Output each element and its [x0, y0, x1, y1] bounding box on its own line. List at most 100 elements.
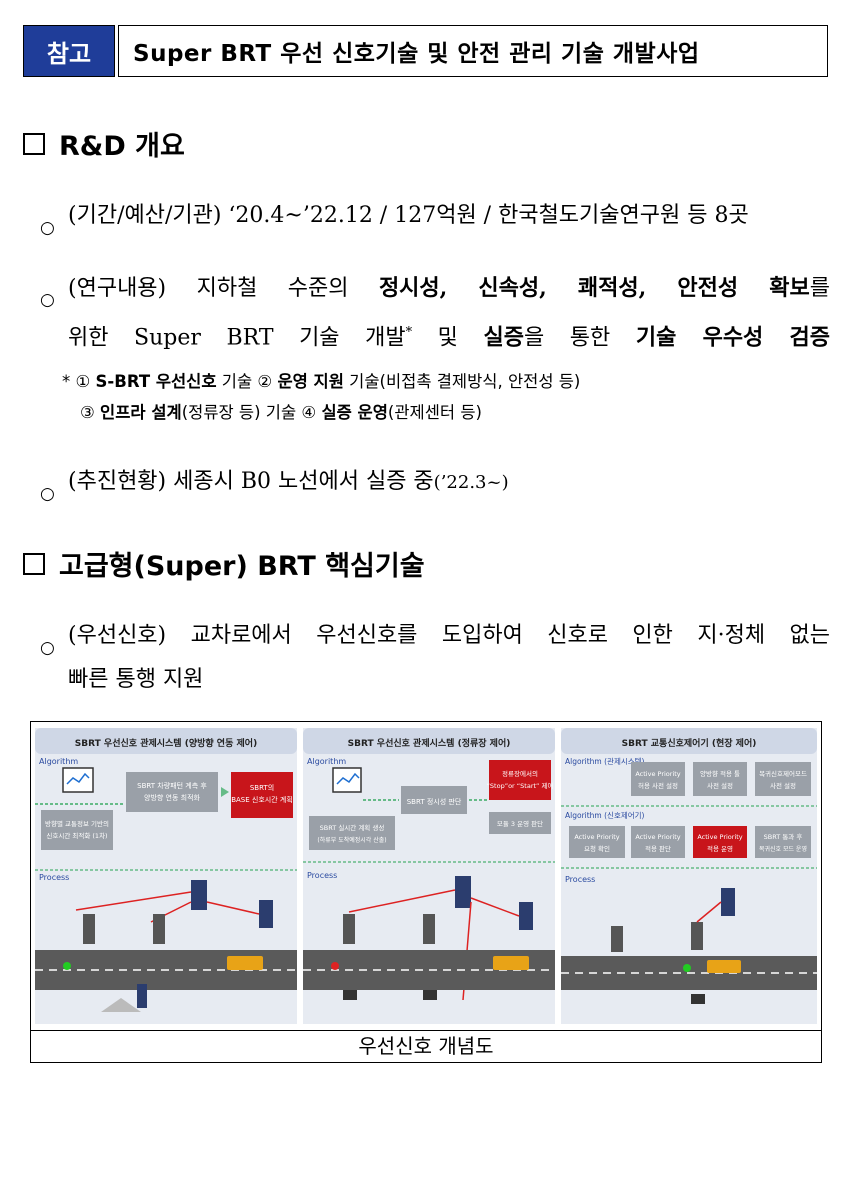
algorithm-box-text: 사전 설정	[770, 781, 796, 790]
bus-icon	[493, 956, 529, 970]
circle-bullet-icon: ○	[40, 638, 55, 658]
item-emphasis: 인프라 설계	[100, 403, 182, 422]
algorithm-box-text: “Stop”or “Start” 제어	[487, 781, 554, 790]
panel-title: SBRT 우선신호 관제시스템 (정류장 제어)	[348, 737, 511, 749]
item-emphasis: 실증 운영	[321, 403, 388, 422]
signal-controller-icon	[691, 922, 703, 950]
section-title: 고급형(Super) BRT 핵심기술	[59, 551, 425, 582]
footnote-mark: *	[62, 372, 76, 391]
algorithm-label: Algorithm	[39, 757, 78, 766]
monitor-icon	[62, 767, 94, 793]
item-number: ④	[301, 403, 317, 422]
traffic-light-icon	[331, 962, 339, 970]
bullet-priority-signal: ○ (우선신호) 교차로에서 우선신호를 도입하여 신호로 인한 지·정체 없는…	[40, 614, 830, 702]
bullet-status: ○ (추진현황) 세종시 B0 노선에서 실증 중(’22.3~)	[40, 460, 830, 505]
algorithm-box-text: 사전 설정	[707, 781, 733, 790]
panel-bidirectional: SBRT 우선신호 관제시스템 (양방향 연동 제어) Algorithm SB…	[35, 728, 297, 1024]
section-heading-rnd: R&D 개요	[23, 124, 185, 163]
item-number: ①	[75, 372, 91, 391]
algorithm-box-text: Active Priority	[635, 833, 680, 841]
rse-device-icon	[691, 994, 705, 1004]
document-title: Super BRT 우선 신호기술 및 안전 관리 기술 개발사업	[118, 25, 828, 77]
algorithm-label: Algorithm (신호제어기)	[565, 810, 645, 820]
s-brt-center-icon	[137, 984, 147, 1008]
traffic-light-icon	[683, 964, 691, 972]
bus-icon	[707, 960, 741, 973]
algorithm-box-text: 허용 사전 설정	[638, 781, 678, 790]
algorithm-box-text: 방향별 교통정보 기반의	[45, 819, 109, 828]
algorithm-label: Algorithm (관제시스템)	[565, 756, 645, 766]
algorithm-box-text: SBRT 통과 후	[764, 832, 803, 841]
signal-controller-icon	[343, 914, 355, 944]
bullet-text: ‘20.4~’22.12 / 127억원 / 한국철도기술연구원 등 8곳	[221, 203, 749, 228]
signal-controller-icon	[423, 914, 435, 944]
bullet-text: 를	[809, 276, 830, 301]
traffic-light-icon	[63, 962, 71, 970]
item-text: (관제센터 등)	[387, 403, 482, 422]
rse-device-icon	[423, 990, 437, 1000]
bullet-text: 교차로에서 우선신호를 도입하여 신호로 인한 지·정체 없는	[166, 623, 830, 648]
algorithm-box-text: SBRT 실시간 계획 생성	[320, 823, 385, 832]
algorithm-box-text: BASE 신호시간 계획	[231, 795, 293, 804]
panel-station-control: SBRT 우선신호 관제시스템 (정류장 제어) Algorithm SBRT …	[303, 728, 555, 1024]
checkbox-square-icon	[23, 132, 45, 155]
algorithm-box-text: Active Priority	[574, 833, 619, 841]
bus-icon	[227, 956, 263, 970]
signal-controller-icon	[611, 926, 623, 952]
bullet-emphasis: 실증	[483, 324, 524, 351]
item-number: ③	[80, 403, 95, 422]
bullet-emphasis: 기술 우수성 검증	[635, 324, 831, 351]
bullet-text: 세종시 B0 노선에서 실증 중	[166, 469, 434, 494]
bullet-research: ○ (연구내용) 지하철 수준의 정시성, 신속성, 쾌적성, 안전성 확보를 …	[40, 266, 830, 360]
checkbox-square-icon	[23, 552, 45, 575]
algorithm-label: Algorithm	[307, 757, 346, 766]
bullet-label: (기간/예산/기관)	[68, 203, 222, 228]
signal-controller-icon	[153, 914, 165, 944]
bullet-label: (연구내용)	[68, 276, 167, 301]
bullet-text: 을 통한	[523, 325, 636, 351]
algorithm-box-text: 복귀신호제어모드	[759, 769, 807, 778]
circle-bullet-icon: ○	[40, 218, 55, 238]
algorithm-box-text: SBRT 정시성 판단	[407, 797, 462, 806]
process-label: Process	[39, 873, 69, 882]
bullet-text: 지하철 수준의	[166, 276, 379, 301]
bullet-period: ○ (기간/예산/기관) ‘20.4~’22.12 / 127억원 / 한국철도…	[40, 194, 830, 238]
control-center-building-icon	[191, 880, 207, 910]
footnote: * ① S-BRT 우선신호 기술 ② 운영 지원 기술(비접촉 결제방식, 안…	[62, 366, 580, 428]
section-title: R&D 개요	[59, 131, 185, 162]
section-heading-core: 고급형(Super) BRT 핵심기술	[23, 544, 425, 583]
algorithm-box-text: 요청 확인	[584, 844, 610, 853]
bullet-text: 빠른 통행 지원	[68, 667, 204, 692]
arrow-icon	[221, 787, 229, 797]
item-emphasis: S-BRT 우선신호	[95, 372, 217, 391]
item-text: (정류장 등) 기술	[181, 403, 302, 422]
item-text: 기술(비접촉 결제방식, 안전성 등)	[343, 372, 581, 391]
control-center-building-icon	[721, 888, 735, 916]
panel-title: SBRT 교통신호제어기 (현장 제어)	[622, 737, 757, 749]
algorithm-box-text: 복귀신호 모드 운영	[759, 845, 807, 853]
footnote-mark: *	[405, 325, 413, 340]
algorithm-box-text: Active Priority	[635, 770, 680, 778]
algorithm-box-text: 정류장에서의	[502, 769, 538, 778]
circle-bullet-icon: ○	[40, 484, 55, 504]
bullet-date: (’22.3~)	[433, 472, 509, 493]
algorithm-box-text: 적용 판단	[645, 844, 671, 853]
concept-diagram: SBRT 우선신호 관제시스템 (양방향 연동 제어) Algorithm SB…	[31, 722, 821, 1031]
algorithm-box-text: 신호시간 최적화 (1차)	[46, 831, 107, 840]
item-emphasis: 운영 지원	[277, 372, 344, 391]
process-label: Process	[307, 871, 337, 880]
algorithm-box-text: 모듈 3 운영 판단	[497, 819, 543, 828]
bullet-emphasis: 정시성, 신속성, 쾌적성, 안전성 확보	[378, 275, 810, 301]
circle-bullet-icon: ○	[40, 290, 55, 310]
reference-badge: 참고	[23, 25, 115, 77]
figure-caption: 우선신호 개념도	[358, 1034, 494, 1058]
priority-signal-figure: SBRT 우선신호 관제시스템 (양방향 연동 제어) Algorithm SB…	[30, 721, 822, 1063]
operation-center-building-icon	[519, 902, 533, 930]
algorithm-box-text: 양방향 적용 툴	[700, 769, 740, 778]
panel-field-control: SBRT 교통신호제어기 (현장 제어) Algorithm (관제시스템) A…	[561, 728, 817, 1024]
bullet-text: 및	[412, 325, 484, 351]
algorithm-box-text: (하류부 도착예정시각 산출)	[317, 836, 386, 844]
algorithm-box-text: Active Priority	[697, 833, 742, 841]
algorithm-box-text: 적용 운영	[707, 844, 733, 853]
item-text: 기술	[216, 372, 258, 391]
